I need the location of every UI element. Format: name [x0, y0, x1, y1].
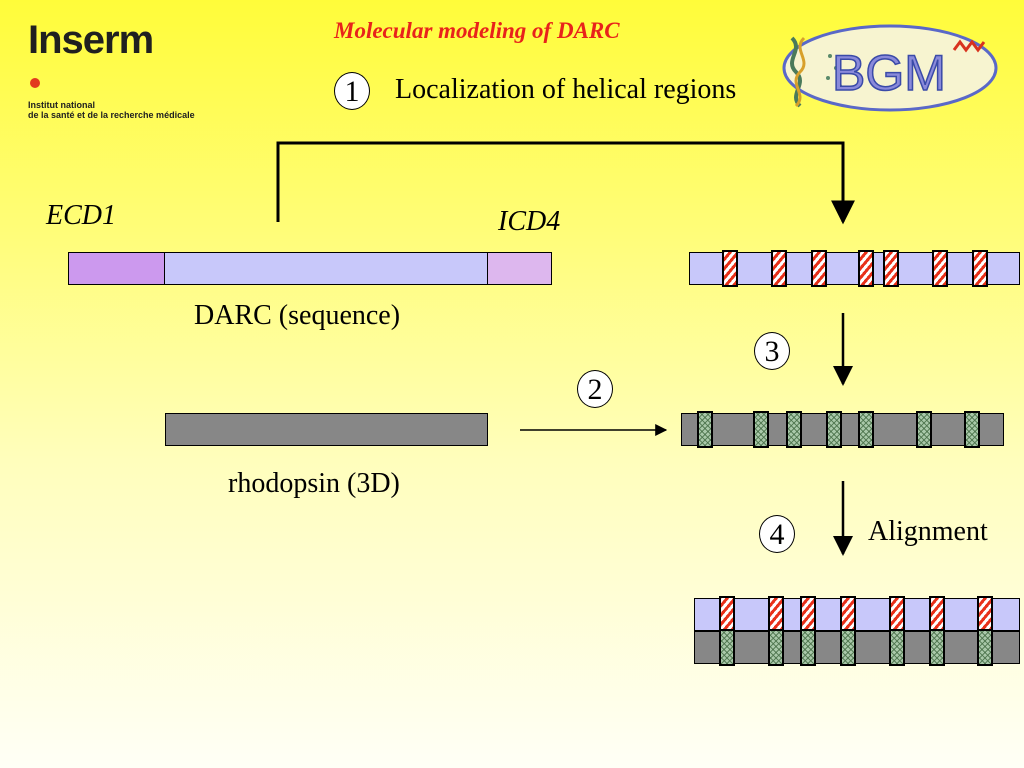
aligned-rhodopsin-helix [768, 629, 784, 666]
rhodopsin-helix [964, 411, 980, 448]
rhodopsin-helix [697, 411, 713, 448]
darc-sequence-bar [68, 252, 552, 285]
darc-helix [858, 250, 874, 287]
dna-strand-icon-2 [794, 36, 806, 108]
bgm-logo: BGM [782, 24, 998, 112]
aligned-darc-helix [800, 596, 816, 633]
darc-helix [883, 250, 899, 287]
darc-helix [932, 250, 948, 287]
ecd1-segment [69, 253, 165, 284]
inserm-subtitle-line2: de la santé et de la recherche médicale [28, 110, 195, 120]
squiggle-icon [952, 39, 986, 53]
inserm-subtitle-line1: Institut national [28, 100, 95, 110]
rhodopsin-label: rhodopsin (3D) [228, 468, 400, 499]
rhodopsin-helix [916, 411, 932, 448]
slide-title: Molecular modeling of DARC [334, 18, 620, 43]
step-3-circle: 3 [754, 332, 790, 370]
bgm-logo-ring [782, 24, 998, 112]
rhodopsin-helix [858, 411, 874, 448]
aligned-rhodopsin-helix [800, 629, 816, 666]
rhodopsin-bar [165, 413, 488, 446]
aligned-rhodopsin-helix [840, 629, 856, 666]
darc-helix [811, 250, 827, 287]
darc-helix [972, 250, 988, 287]
step-2-circle: 2 [577, 370, 613, 408]
aligned-darc-helix [977, 596, 993, 633]
aligned-rhodopsin-helix [977, 629, 993, 666]
step-1-circle: 1 [334, 72, 370, 110]
rhodopsin-helix [753, 411, 769, 448]
darc-helix [722, 250, 738, 287]
darc-sequence-label: DARC (sequence) [194, 300, 401, 331]
aligned-darc-helix [719, 596, 735, 633]
aligned-rhodopsin-helix [929, 629, 945, 666]
aligned-darc-helix [929, 596, 945, 633]
rhodopsin-helical-regions-bar [681, 411, 1004, 448]
inserm-logo-text: Inserm [28, 18, 154, 62]
darc-helical-regions-bar [689, 250, 1020, 287]
ecd1-label: ECD1 [46, 200, 116, 231]
step-1-label: Localization of helical regions [395, 74, 737, 105]
inserm-dot-icon [30, 78, 40, 88]
inserm-logo: Inserm Institut national de la santé et … [28, 18, 248, 120]
darc-helix [771, 250, 787, 287]
aligned-rhodopsin-bar [694, 629, 1020, 666]
step-4-circle: 4 [759, 515, 795, 553]
aligned-darc-helix [768, 596, 784, 633]
icd4-segment [487, 253, 551, 284]
aligned-rhodopsin-helix [719, 629, 735, 666]
aligned-darc-bar [694, 596, 1020, 633]
alignment-label: Alignment [868, 516, 988, 547]
aligned-darc-helix [889, 596, 905, 633]
aligned-rhodopsin-helix [889, 629, 905, 666]
step-1-connector-arrow [276, 141, 855, 225]
icd4-label: ICD4 [498, 206, 561, 237]
dna-strand-icon [790, 36, 802, 108]
rhodopsin-helix [786, 411, 802, 448]
aligned-darc-helix [840, 596, 856, 633]
bgm-logo-text: BGM [832, 45, 946, 101]
rhodopsin-helix [826, 411, 842, 448]
